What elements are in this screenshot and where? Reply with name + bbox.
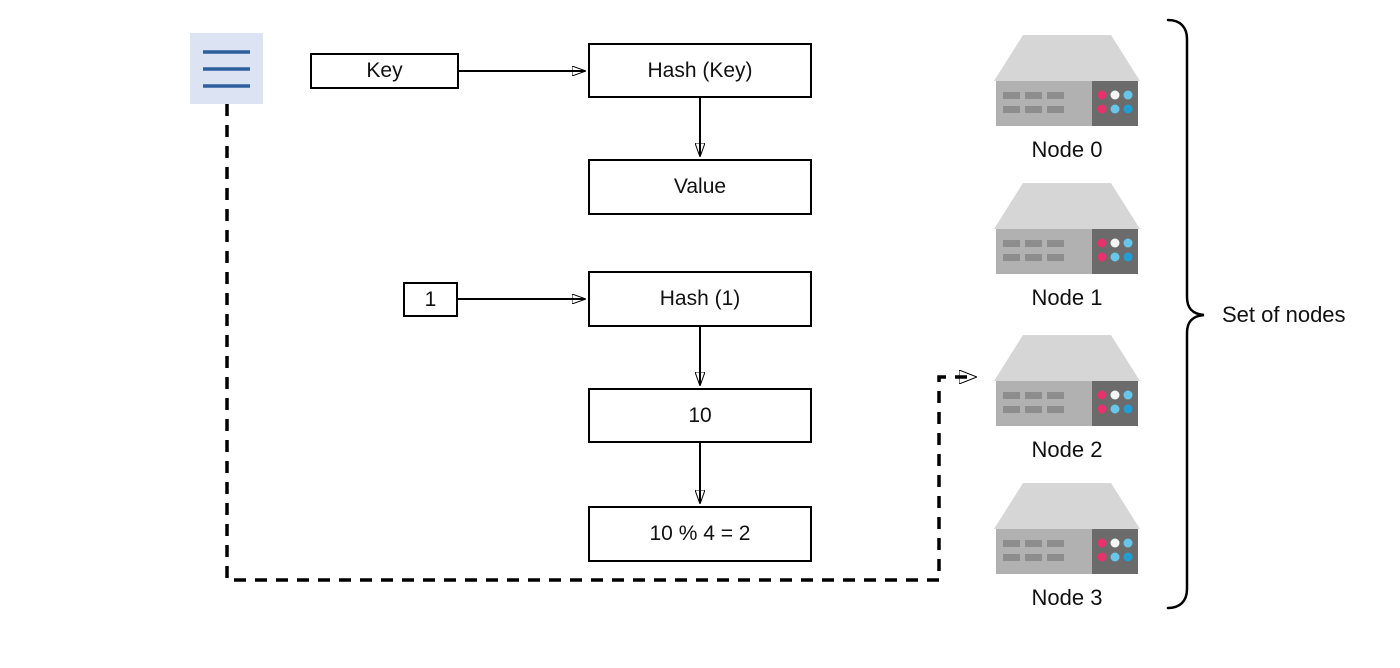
nodes-brace <box>1166 18 1205 610</box>
node-label: Node 2 <box>1031 437 1103 462</box>
key-box-label: Key <box>366 59 403 82</box>
server-node-3: Node 3 <box>993 483 1141 611</box>
server-node-0: Node 0 <box>993 35 1141 163</box>
led-lights <box>1097 238 1133 262</box>
value-box: Value <box>588 159 812 215</box>
server-icon <box>994 183 1140 274</box>
server-icon <box>994 335 1140 426</box>
one-box-label: 1 <box>424 287 437 311</box>
hash-one-box-label: Hash (1) <box>659 287 741 310</box>
server-icon <box>994 35 1140 126</box>
hash-key-box: Hash (Key) <box>588 43 812 98</box>
led-lights <box>1097 538 1133 562</box>
ten-box: 10 <box>588 388 812 443</box>
server-node-2: Node 2 <box>993 335 1141 463</box>
server-icon <box>994 483 1140 574</box>
vent-slots <box>1003 540 1064 561</box>
hash-key-box-label: Hash (Key) <box>647 58 753 82</box>
vent-slots <box>1003 392 1064 413</box>
hash-one-box: Hash (1) <box>588 271 812 327</box>
key-box: Key <box>310 53 459 89</box>
led-lights <box>1097 90 1133 114</box>
menu-icon[interactable] <box>190 33 263 104</box>
set-of-nodes-label: Set of nodes <box>1222 302 1346 327</box>
mod-result-box: 10 % 4 = 2 <box>588 506 812 562</box>
one-box: 1 <box>403 282 458 317</box>
node-label: Node 0 <box>1031 137 1103 162</box>
mod-result-box-label: 10 % 4 = 2 <box>649 522 751 545</box>
vent-slots <box>1003 92 1064 113</box>
vent-slots <box>1003 240 1064 261</box>
ten-box-label: 10 <box>688 403 712 427</box>
server-node-1: Node 1 <box>993 183 1141 311</box>
node-label: Node 1 <box>1031 285 1103 310</box>
value-box-label: Value <box>673 175 727 198</box>
node-label: Node 3 <box>1031 585 1103 610</box>
led-lights <box>1097 390 1133 414</box>
